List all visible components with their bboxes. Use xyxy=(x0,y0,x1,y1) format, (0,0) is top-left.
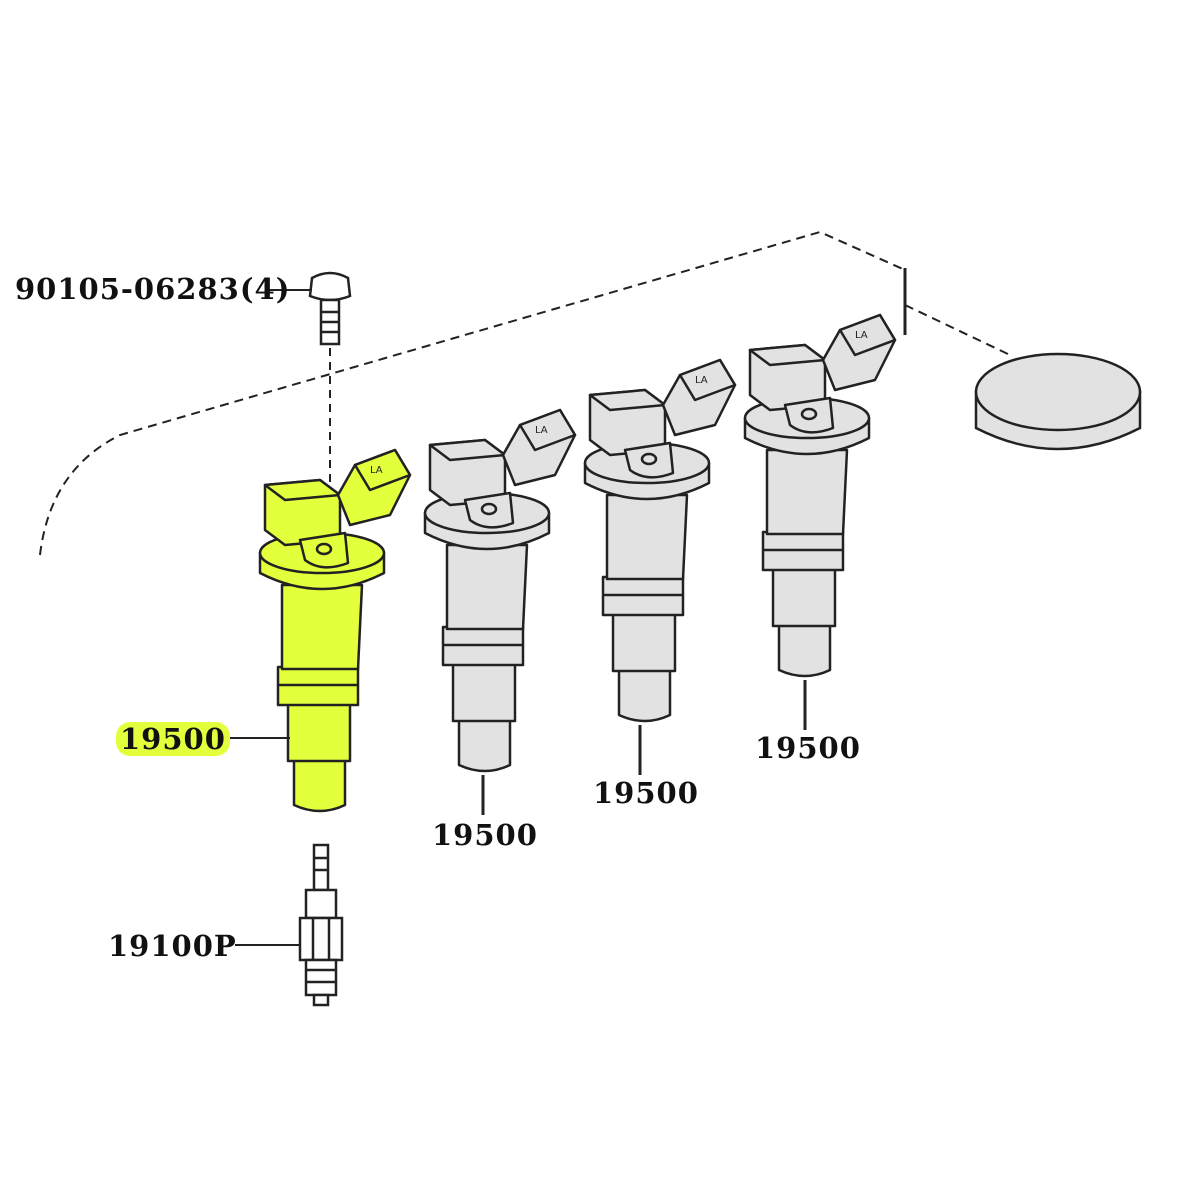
bolt-part-number: 90105-06283(4) xyxy=(15,272,291,306)
ignition-coil-1-highlighted[interactable] xyxy=(258,448,412,813)
coil-part-number-2: 19500 xyxy=(432,818,538,852)
spark-plug-part-number: 19100P xyxy=(108,929,237,963)
boot-cap-icon xyxy=(974,352,1142,451)
spark-plug-icon xyxy=(298,843,344,1007)
coil-part-number-3: 19500 xyxy=(593,776,699,810)
highlighted-part-label: 19500 xyxy=(116,722,230,756)
coil-part-number-4: 19500 xyxy=(755,731,861,765)
ignition-coil-3[interactable] xyxy=(583,358,737,723)
coil-part-number-1: 19500 xyxy=(116,722,230,756)
assembly-dashed-line xyxy=(39,230,906,556)
ignition-coil-4[interactable] xyxy=(743,313,897,678)
ignition-coil-2[interactable] xyxy=(423,408,577,773)
bolt-icon xyxy=(308,271,352,346)
boot-dashed-line xyxy=(904,304,1011,356)
